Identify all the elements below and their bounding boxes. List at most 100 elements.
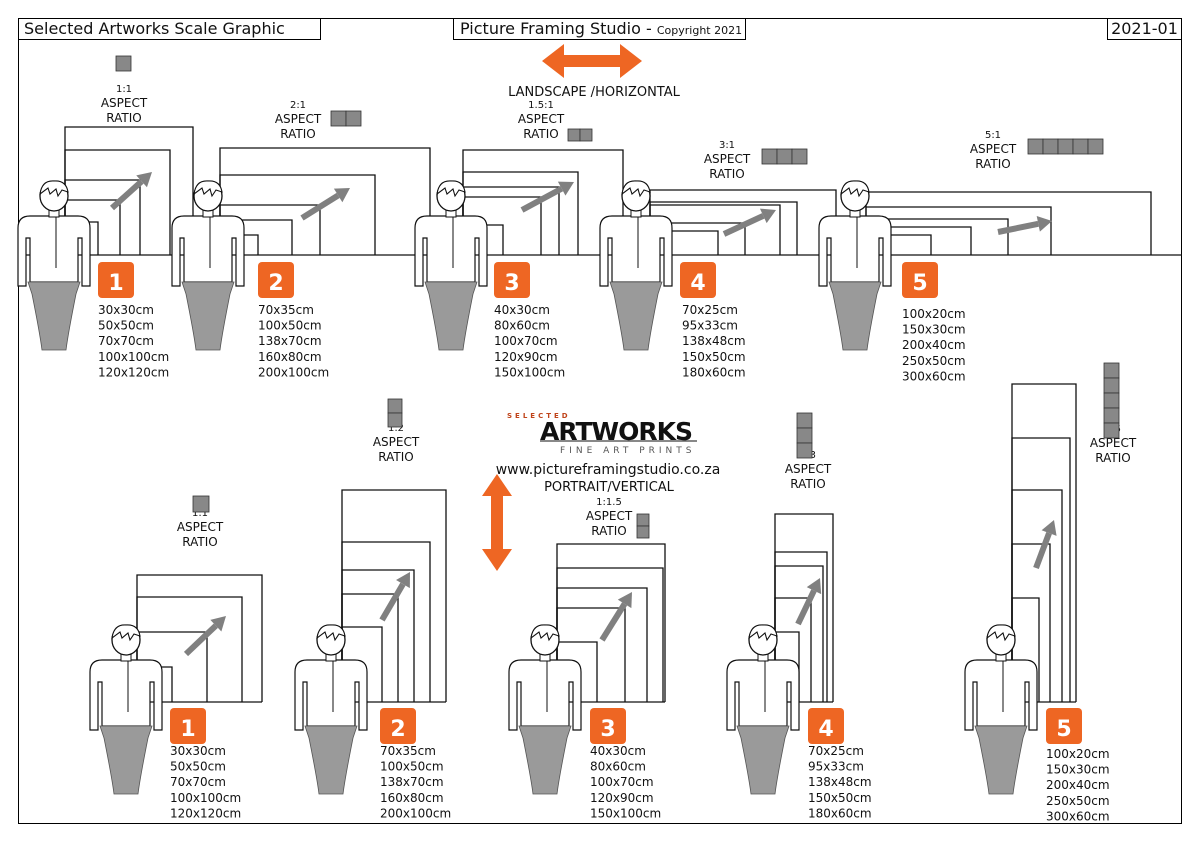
ratio-word: RATIO xyxy=(709,167,744,181)
badge-box xyxy=(98,262,134,298)
growth-arrow-icon xyxy=(599,602,628,642)
swatch-cell xyxy=(796,412,813,429)
size-item: 300x60cm xyxy=(1046,809,1110,823)
growth-arrow-head-icon xyxy=(806,578,822,595)
swatch-cell xyxy=(1103,392,1120,409)
aspect-word: ASPECT xyxy=(970,142,1017,156)
growth-arrow-icon xyxy=(379,582,406,622)
size-item: 80x60cm xyxy=(494,319,550,333)
size-item: 40x30cm xyxy=(494,303,550,317)
group-badge: 2 xyxy=(380,708,416,744)
ratio-word: RATIO xyxy=(280,127,315,141)
growth-arrow-icon xyxy=(300,192,340,221)
swatch-cell xyxy=(345,110,362,127)
group-badge: 1 xyxy=(98,262,134,298)
badge-number: 4 xyxy=(690,271,705,296)
portrait-group-3: 340x30cm80x60cm100x70cm120x90cm150x100cm… xyxy=(508,497,666,820)
ratio-swatch-icon xyxy=(567,128,593,142)
groups-layer: 130x30cm50x50cm70x70cm100x100cm120x120cm… xyxy=(17,55,1152,823)
badge-box xyxy=(258,262,294,298)
badge-number: 5 xyxy=(912,271,927,296)
ratio-value: 1:1 xyxy=(192,508,208,519)
badge-box xyxy=(902,262,938,298)
size-item: 100x70cm xyxy=(590,775,654,789)
growth-arrow-icon xyxy=(183,623,218,657)
aspect-word: ASPECT xyxy=(704,152,751,166)
swatch-cell xyxy=(1042,138,1059,155)
ratio-swatch-icon xyxy=(387,398,403,428)
size-item: 138x48cm xyxy=(682,334,746,348)
person-figure-icon xyxy=(89,624,163,795)
ratio-word: RATIO xyxy=(106,111,141,125)
swatch-cell xyxy=(567,128,581,142)
swatch-cell xyxy=(1072,138,1089,155)
vertical-arrow-icon xyxy=(482,474,512,571)
size-item: 200x40cm xyxy=(1046,778,1110,792)
swatch-cell xyxy=(1027,138,1044,155)
document-code: 2021-01 xyxy=(1107,18,1182,40)
ratio-value: 1:1 xyxy=(116,84,132,95)
growth-arrow-head-icon xyxy=(759,208,776,224)
ratio-word: RATIO xyxy=(1095,451,1130,465)
group-badge: 5 xyxy=(902,262,938,298)
frame-outline xyxy=(865,206,1052,255)
swatch-cell xyxy=(387,412,403,428)
studio-name: Picture Framing Studio - xyxy=(460,19,652,38)
logo-fine-art-word: FINE ART PRINTS xyxy=(560,446,696,456)
size-item: 138x48cm xyxy=(808,775,872,789)
ratio-word: RATIO xyxy=(975,157,1010,171)
person-figure-icon xyxy=(17,180,91,351)
size-item: 150x50cm xyxy=(682,350,746,364)
landscape-group-1: 130x30cm50x50cm70x70cm100x100cm120x120cm… xyxy=(17,55,194,379)
growth-arrow-icon xyxy=(109,179,144,211)
size-item: 95x33cm xyxy=(808,760,864,774)
group-badge: 4 xyxy=(808,708,844,744)
size-item: 70x25cm xyxy=(682,303,738,317)
size-item: 120x90cm xyxy=(590,791,654,805)
size-item: 30x30cm xyxy=(170,744,226,758)
ratio-swatch-icon xyxy=(1103,362,1120,439)
swatch-cell xyxy=(192,495,210,513)
frame-outline xyxy=(341,489,447,702)
group-badge: 4 xyxy=(680,262,716,298)
ratio-value: 5:1 xyxy=(985,130,1001,141)
portrait-group-5: 5100x20cm150x30cm200x40cm250x50cm300x60c… xyxy=(964,362,1137,823)
size-item: 160x80cm xyxy=(258,350,322,364)
swatch-cell xyxy=(636,513,650,527)
size-item: 138x70cm xyxy=(380,775,444,789)
growth-arrow-icon xyxy=(520,185,564,213)
size-item: 50x50cm xyxy=(170,760,226,774)
size-item: 100x50cm xyxy=(380,760,444,774)
size-item: 300x60cm xyxy=(902,369,966,383)
ratio-value: 2:1 xyxy=(290,100,306,111)
size-item: 100x70cm xyxy=(494,334,558,348)
group-badge: 3 xyxy=(494,262,530,298)
growth-arrow-icon xyxy=(795,589,817,626)
aspect-word: ASPECT xyxy=(586,509,633,523)
landscape-group-2: 270x35cm100x50cm138x70cm160x80cm200x100c… xyxy=(171,100,431,379)
landscape-label: LANDSCAPE /HORIZONTAL xyxy=(508,85,681,100)
size-item: 180x60cm xyxy=(808,806,872,820)
size-item: 30x30cm xyxy=(98,303,154,317)
landscape-group-5: 5100x20cm150x30cm200x40cm250x50cm300x60c… xyxy=(818,130,1152,383)
growth-arrow-head-icon xyxy=(557,181,574,196)
growth-arrow-head-icon xyxy=(210,616,226,632)
badge-box xyxy=(380,708,416,744)
size-item: 200x40cm xyxy=(902,338,966,352)
portrait-label: PORTRAIT/VERTICAL xyxy=(544,480,675,495)
swatch-cell xyxy=(796,442,813,459)
person-figure-icon xyxy=(294,624,368,795)
size-item: 250x50cm xyxy=(902,354,966,368)
size-item: 70x35cm xyxy=(258,303,314,317)
growth-arrow-head-icon xyxy=(1041,520,1057,536)
ratio-word: RATIO xyxy=(523,127,558,141)
frame-outlines xyxy=(865,191,1152,255)
size-item: 100x100cm xyxy=(98,350,169,364)
swatch-cell xyxy=(1103,362,1120,379)
